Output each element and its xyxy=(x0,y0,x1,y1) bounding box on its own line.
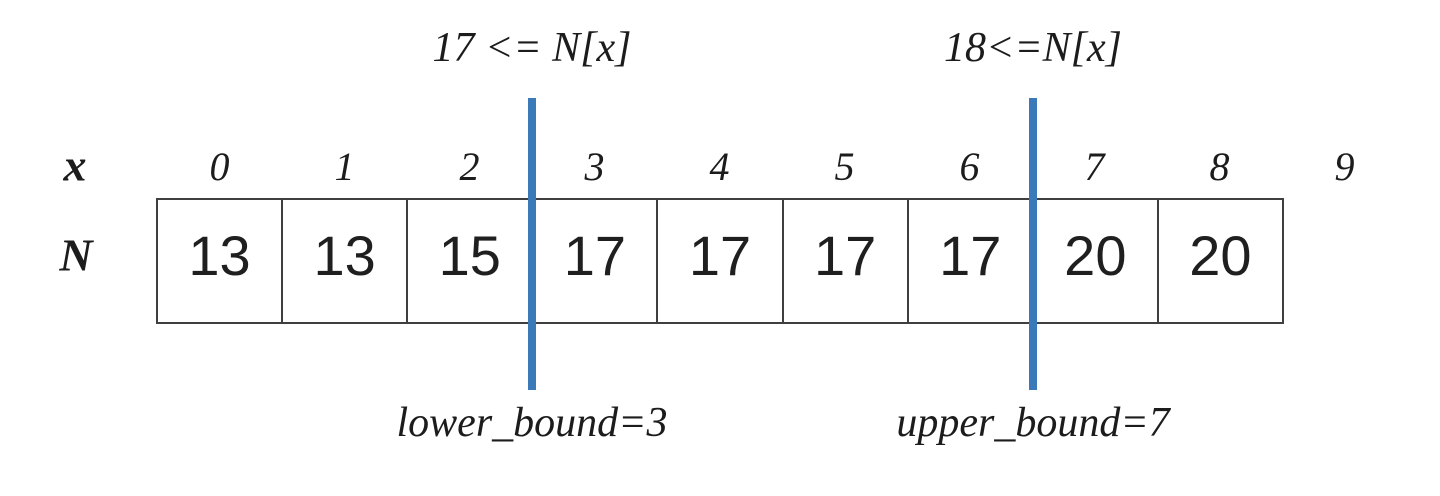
array-row-label: N xyxy=(59,229,93,281)
lower-bound-line xyxy=(528,98,536,390)
index-label: 3 xyxy=(584,143,605,189)
index-label: 0 xyxy=(209,143,230,189)
index-label-past-end: 9 xyxy=(1334,143,1355,189)
index-label: 6 xyxy=(959,143,980,189)
index-label: 2 xyxy=(459,143,480,189)
array-cell: 13 xyxy=(281,200,406,322)
array-cell: 20 xyxy=(1031,200,1157,322)
index-row: 0 1 2 3 4 5 6 7 8 9 xyxy=(157,141,1407,191)
index-label: 1 xyxy=(334,143,355,189)
array-cell: 20 xyxy=(1156,200,1282,322)
array-cell: 17 xyxy=(531,200,656,322)
lower-bound-result-label: lower_bound=3 xyxy=(396,400,668,446)
index-label: 4 xyxy=(709,143,730,189)
upper-bound-line xyxy=(1029,98,1037,390)
array-cell: 13 xyxy=(188,223,251,287)
index-label: 7 xyxy=(1084,143,1105,189)
lower-bound-condition-label: 17 <= N[x] xyxy=(432,25,632,71)
array-box: 13 13 15 17 17 17 17 20 20 xyxy=(156,198,1284,324)
index-label: 5 xyxy=(834,143,855,189)
index-label: 8 xyxy=(1209,143,1230,189)
upper-bound-result-label: upper_bound=7 xyxy=(896,400,1170,446)
array-cell: 17 xyxy=(906,200,1032,322)
upper-bound-condition-label: 18<=N[x] xyxy=(943,25,1123,71)
array-cell: 17 xyxy=(781,200,907,322)
index-row-label: x xyxy=(63,139,87,191)
array-cell: 15 xyxy=(406,200,531,322)
array-cell: 17 xyxy=(656,200,781,322)
